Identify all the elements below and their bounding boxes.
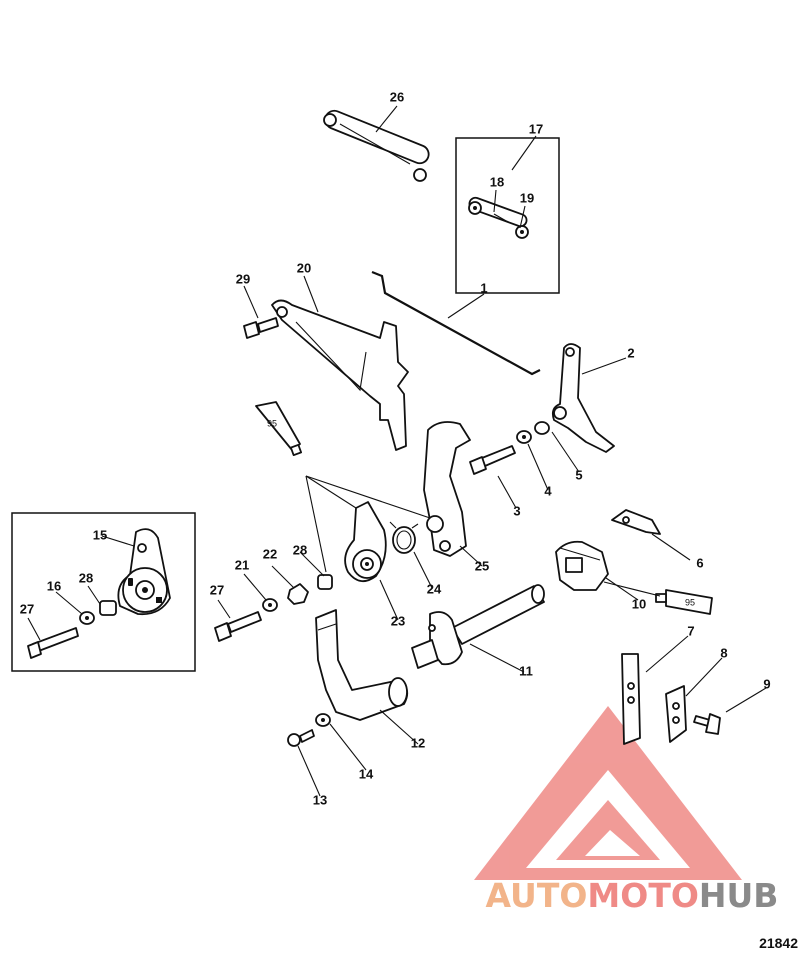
link-assembly-17 <box>468 196 529 239</box>
tube-label: 95 <box>267 418 277 428</box>
callout-21: 21 <box>235 557 249 572</box>
part-7-plate <box>621 653 641 745</box>
callout-5: 5 <box>575 467 582 482</box>
callout-16: 16 <box>47 578 61 593</box>
callout-6: 6 <box>696 555 703 570</box>
callout-labels: 1 2 3 4 5 6 7 8 9 10 11 12 13 14 15 16 1… <box>20 89 771 807</box>
part-9-bolt <box>693 713 721 735</box>
watermark-moto: MOTO <box>587 876 698 915</box>
callout-18: 18 <box>490 174 504 189</box>
callout-8: 8 <box>720 645 727 660</box>
part-29-screw <box>243 317 279 339</box>
callout-14: 14 <box>359 766 374 781</box>
callout-20: 20 <box>297 260 311 275</box>
part-3-bolt <box>469 445 516 475</box>
part-8-plate <box>665 685 687 743</box>
callout-29: 29 <box>236 271 250 286</box>
part-26-link <box>323 109 430 182</box>
callout-10: 10 <box>632 596 646 611</box>
part-13-screw <box>287 729 315 747</box>
callout-4: 4 <box>544 483 552 498</box>
part-10-housing <box>555 540 609 591</box>
part-22-nut <box>287 583 309 605</box>
callout-17: 17 <box>529 121 543 136</box>
inset-box-17 <box>455 137 560 294</box>
callout-11: 11 <box>519 663 533 678</box>
callout-7: 7 <box>687 623 694 638</box>
lubricant-tube-left: 95 <box>255 401 303 457</box>
callout-28-inset: 28 <box>79 570 93 585</box>
callout-1: 1 <box>480 280 487 295</box>
part-11-shaft <box>411 584 545 669</box>
callout-24: 24 <box>427 581 442 596</box>
callout-15: 15 <box>93 527 107 542</box>
part-6-clip <box>611 509 661 535</box>
callout-25: 25 <box>475 558 489 573</box>
callout-3: 3 <box>513 503 520 518</box>
part-28-bushing <box>317 574 333 590</box>
watermark-logo <box>474 706 742 880</box>
part-5-bushing <box>534 421 550 435</box>
callout-26: 26 <box>390 89 404 104</box>
inset-box-15 <box>11 512 196 672</box>
watermark-auto: AUTO <box>486 876 588 915</box>
cam-assembly-15 <box>27 528 171 659</box>
callout-12: 12 <box>411 735 425 750</box>
part-27-bolt <box>214 611 262 642</box>
callout-27-inset: 27 <box>20 601 34 616</box>
part-25-plate <box>423 421 471 557</box>
part-12-lever <box>315 609 409 721</box>
callout-27: 27 <box>210 582 224 597</box>
part-20-bracket <box>271 299 409 451</box>
callout-28: 28 <box>293 542 307 557</box>
callout-9: 9 <box>763 676 770 691</box>
callout-22: 22 <box>263 546 277 561</box>
tube-label-right: 95 <box>685 597 695 607</box>
callout-2: 2 <box>627 345 634 360</box>
part-2-lever <box>551 343 615 453</box>
watermark-hub: HUB <box>699 876 779 915</box>
part-23-cam <box>344 501 387 582</box>
callout-13: 13 <box>313 792 327 807</box>
watermark-text: AUTOMOTOHUB <box>486 876 779 915</box>
callout-19: 19 <box>520 190 534 205</box>
leader-lines <box>27 105 767 797</box>
part-24-spring <box>389 521 419 554</box>
figure-number: 21842 <box>759 935 798 951</box>
callout-23: 23 <box>391 613 405 628</box>
lubricant-tube-right: 95 <box>655 589 713 615</box>
part-1-rod <box>371 270 541 376</box>
